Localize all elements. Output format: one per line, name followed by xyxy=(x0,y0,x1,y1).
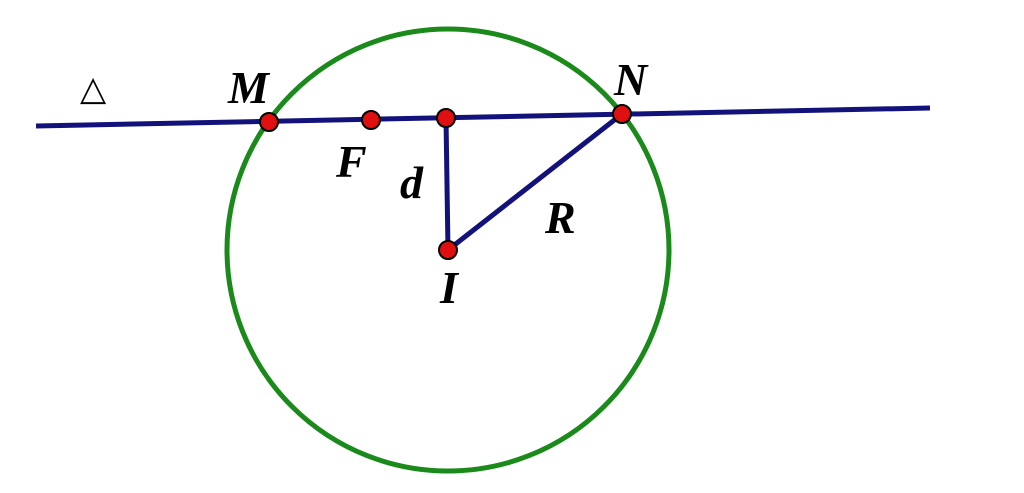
label-n: N xyxy=(613,54,649,105)
segment-d xyxy=(443,117,451,251)
label-i: I xyxy=(439,262,460,313)
point-foot xyxy=(436,108,456,128)
circle xyxy=(224,26,672,474)
segment-r xyxy=(446,112,624,252)
label-d: d xyxy=(400,157,424,208)
point-i xyxy=(438,240,458,260)
point-n xyxy=(612,104,632,124)
label-f: F xyxy=(335,136,367,187)
label-m: M xyxy=(227,62,271,113)
line-delta xyxy=(35,105,931,129)
label-line-delta: △ xyxy=(80,69,107,109)
point-f xyxy=(361,110,381,130)
point-m xyxy=(259,112,279,132)
label-r: R xyxy=(544,192,576,243)
